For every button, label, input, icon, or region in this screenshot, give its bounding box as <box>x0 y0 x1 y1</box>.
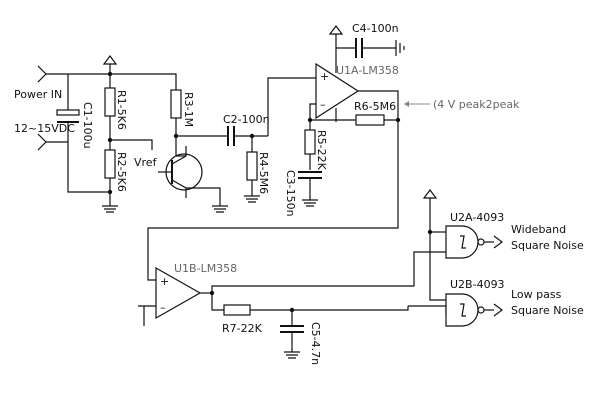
u2b-label: U2B-4093 <box>450 278 505 291</box>
top-rail-wire <box>110 73 177 90</box>
power-input-connectors <box>37 65 110 151</box>
vref-label: Vref <box>134 156 158 169</box>
wideband-path-wire <box>211 251 446 293</box>
lowpass-output-label-line1: Low pass <box>511 288 562 301</box>
r2-label: R2-5K6 <box>115 152 128 192</box>
capacitor-c1 <box>56 74 110 193</box>
c5-label: C5-4.7n <box>309 322 322 365</box>
wideband-output-label-line1: Wideband <box>511 223 566 236</box>
u1a-output-wire <box>358 90 399 121</box>
junction-dot <box>107 71 113 77</box>
svg-text:–: – <box>160 301 166 314</box>
vcc-arrow-icon <box>422 189 446 301</box>
vref-wire <box>110 139 153 150</box>
resistor-r4 <box>244 133 260 203</box>
transistor-q1 <box>158 146 228 213</box>
amplitude-note <box>404 101 430 107</box>
capacitor-c2 <box>224 126 268 146</box>
junction-dot <box>173 133 179 139</box>
capacitor-c5 <box>280 307 304 359</box>
c4-label: C4-100n <box>352 22 399 35</box>
power-in-label: Power IN <box>14 88 62 101</box>
c2-label: C2-100n <box>223 113 270 126</box>
svg-text:+: + <box>320 70 329 83</box>
lowpass-path-wire <box>408 305 447 314</box>
c1-label: C1-100u <box>81 102 94 149</box>
u1b-label: U1B-LM358 <box>174 262 237 275</box>
svg-text:–: – <box>320 98 326 111</box>
r3-label: R3-1M <box>182 92 195 127</box>
u1a-label: U1A-LM358 <box>336 64 399 77</box>
junction-dot <box>427 229 433 235</box>
ground-icon <box>102 189 118 213</box>
vcc-arrow-icon <box>102 55 118 74</box>
r4-label: R4-5M6 <box>257 152 270 194</box>
lowpass-output-label-line2: Square Noise <box>511 304 584 317</box>
junction-dot <box>107 137 113 143</box>
u1a-plus-wire <box>267 77 316 136</box>
r1-label: R1-5K6 <box>115 90 128 130</box>
resistor-r2 <box>104 149 116 206</box>
resistor-r6 <box>309 103 385 126</box>
nand-gate-u2a <box>445 225 503 259</box>
u1b-plus-wire <box>147 120 399 281</box>
r6-label: R6-5M6 <box>354 100 396 113</box>
opamp-u1a: + – <box>315 60 360 122</box>
opamp-u1b: + – <box>138 266 202 326</box>
resistor-r7 <box>211 293 409 316</box>
capacitor-c3 <box>298 171 322 207</box>
svg-text:+: + <box>160 275 169 288</box>
c3-label: C3-150n <box>284 170 297 217</box>
wideband-output-label-line2: Square Noise <box>511 239 584 252</box>
r5-label: R5-22K <box>315 130 328 171</box>
capacitor-c4 <box>328 25 405 60</box>
resistor-r3 <box>170 89 182 156</box>
r7-label: R7-22K <box>222 322 263 335</box>
amplitude-note-label: (4 V peak2peak <box>433 98 520 111</box>
nand-gate-u2b <box>445 293 503 327</box>
u2a-label: U2A-4093 <box>450 211 504 224</box>
resistor-r5 <box>304 117 316 170</box>
resistor-r1 <box>104 74 116 150</box>
supply-range-label: 12~15VDC <box>14 122 75 135</box>
